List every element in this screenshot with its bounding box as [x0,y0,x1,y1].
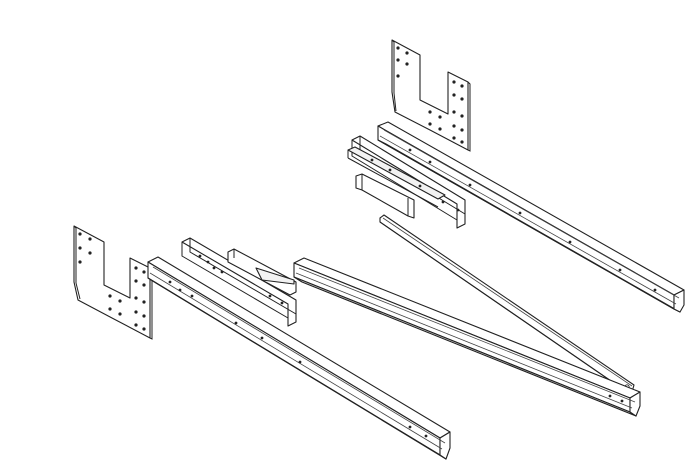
upper-right-long-channel [377,121,685,313]
lower-left-angle-brackets [181,237,297,327]
upper-right-angle-brackets [347,135,466,229]
lower-left-gusset-plate [73,225,153,340]
diagonal-brace-rod [379,214,635,393]
lower-left-long-channel [147,256,451,460]
upper-right-gusset-plate [391,39,471,152]
lower-middle-long-channel [293,257,641,417]
